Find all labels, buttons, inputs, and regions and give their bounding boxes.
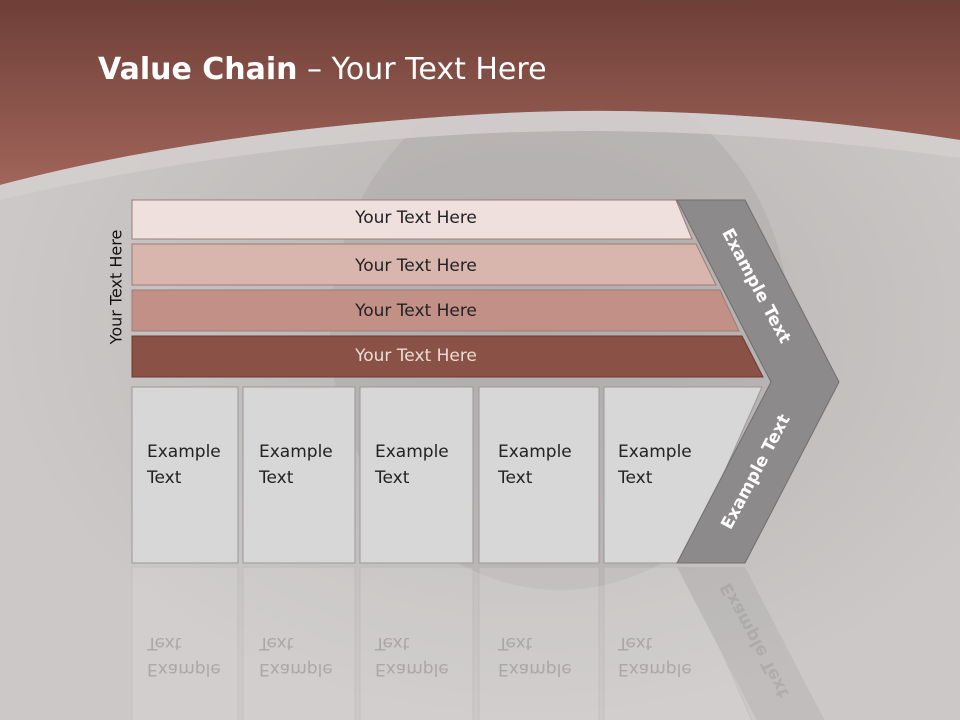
primary-box-2 xyxy=(242,386,356,564)
header-band xyxy=(0,0,960,185)
primary-box-4 xyxy=(478,386,600,564)
support-row-2-label: Your Text Here xyxy=(355,256,477,276)
support-row-3 xyxy=(131,289,740,332)
primary-box-1 xyxy=(131,386,239,564)
primary-box-3 xyxy=(359,386,474,564)
support-row-4-label: Your Text Here xyxy=(355,346,477,366)
support-row-4 xyxy=(131,335,764,378)
margin-arrow xyxy=(676,199,840,564)
page-title: Value Chain – Your Text Here xyxy=(98,52,547,87)
header-swoosh xyxy=(0,110,960,200)
support-row-3-label: Your Text Here xyxy=(355,301,477,321)
support-row-2 xyxy=(131,243,717,286)
support-row-1 xyxy=(131,199,693,240)
support-row-1-label: Your Text Here xyxy=(355,208,477,228)
reflection xyxy=(131,566,825,720)
